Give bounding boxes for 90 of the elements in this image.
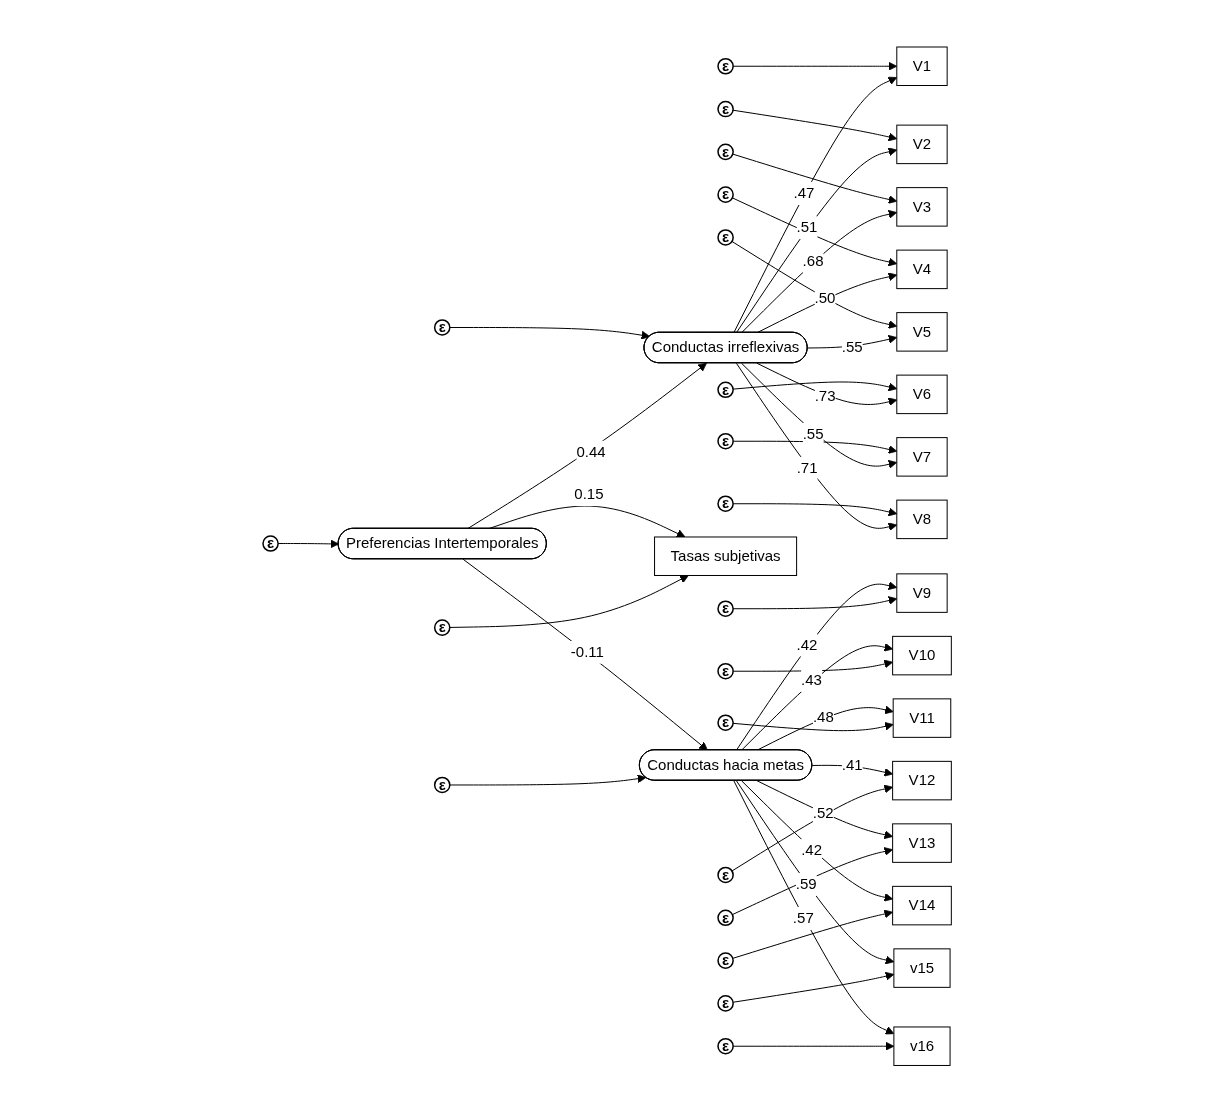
node-circle: ε	[717, 381, 735, 399]
edge-label: .51	[796, 218, 818, 236]
arrow	[732, 659, 894, 672]
arrow	[732, 972, 895, 1003]
edge-label: .59	[796, 875, 817, 893]
arrow	[732, 197, 898, 267]
node-circle: ε	[717, 952, 735, 970]
node-box: v15	[893, 948, 951, 989]
edge-label: 0.44	[576, 442, 606, 460]
arrow	[449, 774, 647, 786]
arrow	[732, 909, 894, 960]
node-box: V5	[896, 312, 948, 352]
arrow	[449, 327, 651, 340]
node-circle: ε	[434, 776, 451, 794]
arrow	[732, 1042, 895, 1051]
edge-label: .71	[796, 459, 818, 477]
node-circle: ε	[434, 319, 451, 337]
arrow	[756, 272, 898, 334]
arrow	[449, 575, 690, 629]
node-circle: ε	[717, 186, 735, 204]
arrow	[732, 441, 898, 455]
node-box: V1	[896, 46, 948, 87]
node-circle: ε	[717, 909, 735, 927]
node-circle: ε	[262, 535, 280, 553]
edge-label: .68	[802, 252, 824, 270]
arrow	[733, 780, 895, 1035]
arrow	[462, 559, 709, 751]
node-box: V3	[896, 187, 948, 227]
arrow	[736, 147, 898, 334]
arrow	[277, 539, 340, 549]
node-box: V6	[896, 374, 948, 415]
node-circle: ε	[717, 995, 735, 1012]
arrow	[731, 784, 894, 872]
arrow	[733, 77, 898, 334]
edge-label: .55	[842, 338, 863, 356]
arrow	[756, 780, 894, 840]
edge-label: .73	[815, 387, 836, 405]
arrow	[732, 722, 894, 732]
edge-label: .57	[793, 909, 815, 927]
node-circle: ε	[434, 619, 451, 637]
arrow	[732, 503, 898, 517]
node-box: V14	[892, 886, 953, 926]
node-box: V4	[896, 249, 948, 290]
node-box: V13	[892, 823, 953, 864]
arrow	[467, 363, 708, 530]
edge-label: .48	[813, 707, 835, 725]
edge-label: .47	[793, 184, 815, 202]
arrow	[732, 153, 898, 205]
edge-label: .52	[813, 804, 834, 822]
arrow	[736, 780, 895, 965]
edge-label: .43	[801, 671, 823, 689]
node-circle: ε	[717, 495, 735, 513]
arrow	[732, 110, 898, 142]
arrow	[741, 363, 898, 469]
edge-label: .55	[803, 424, 824, 442]
node-circle: ε	[717, 433, 735, 450]
node-circle: ε	[717, 1038, 735, 1055]
node-box: V9	[896, 573, 948, 614]
arrow	[732, 62, 898, 71]
node-circle: ε	[717, 714, 735, 732]
node-circle: ε	[717, 101, 735, 118]
node-circle: ε	[717, 663, 735, 680]
node-box: Tasas subjetivas	[654, 536, 798, 577]
node-circle: ε	[717, 143, 735, 161]
node-box: V11	[893, 698, 952, 739]
arrow	[736, 581, 898, 751]
node-box: V12	[892, 761, 953, 801]
arrow	[731, 241, 898, 330]
node-circle: ε	[717, 229, 735, 247]
node-box: V10	[892, 636, 953, 676]
edge-label: -0.11	[571, 643, 605, 661]
arrow	[741, 643, 894, 751]
edge-label: .41	[842, 755, 863, 773]
node-circle: ε	[717, 58, 735, 75]
edge-label: .50	[814, 289, 836, 307]
edge-label: 0.15	[574, 485, 604, 503]
arrow	[736, 363, 898, 532]
arrow	[741, 210, 898, 334]
edge-label: .42	[796, 635, 818, 653]
node-box: V7	[896, 437, 948, 477]
node-circle: ε	[717, 866, 735, 884]
node-circle: ε	[717, 600, 735, 618]
node-box: V8	[896, 499, 948, 540]
edge-label: .42	[801, 840, 823, 858]
arrow	[732, 596, 898, 610]
node-box: V2	[896, 124, 948, 165]
arrow	[732, 381, 898, 392]
node-box: v16	[893, 1026, 951, 1067]
arrow	[741, 780, 894, 902]
arrow	[732, 847, 894, 916]
